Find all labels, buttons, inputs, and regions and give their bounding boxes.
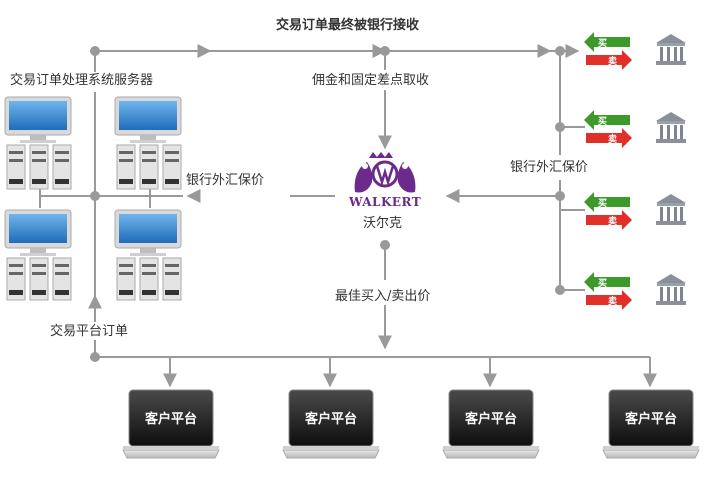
buy-tag-label: 买 [598,198,607,209]
buy-sell-arrow-icon: 买卖 [584,32,632,70]
junction-dot [90,191,100,201]
sell-tag-label: 卖 [608,133,617,145]
server-workstation-icon [4,209,72,301]
bank-icon [656,274,686,305]
diagram-title: 交易订单最终被银行接收 [276,18,420,33]
junction-dot [555,191,565,201]
walkert-lion-crest-logo [354,152,416,193]
junction-dot [555,46,565,56]
client-platform-label: 客户平台 [304,412,357,427]
bank-icon [656,194,686,225]
client-platform-label: 客户平台 [464,412,517,427]
junction-dot [380,46,390,56]
buy-sell-arrow-icon: 买卖 [584,192,632,230]
broker-logo-text: WALKERT [349,195,422,209]
junction-dot [90,352,100,362]
junction-dot [555,285,565,295]
bank-quote-right-label: 银行外汇保价 [508,160,591,176]
buy-tag-label: 买 [598,38,607,49]
sell-tag-label: 卖 [608,215,617,227]
commission-label: 佣金和固定差点取收 [310,73,432,89]
client-platform-label: 客户平台 [144,412,197,427]
server-workstation-icon [114,96,182,190]
server-label: 交易订单处理系统服务器 [8,73,156,89]
server-workstation-icon [114,209,182,301]
client-platform-label: 客户平台 [624,412,677,427]
laptop-icon [442,389,540,459]
bank-icon [656,34,686,65]
laptop-icon [602,389,700,459]
bank-icon [656,112,686,143]
platform-order-label: 交易平台订单 [48,324,131,340]
bank-quote-left-label: 银行外汇保价 [184,173,267,189]
best-price-label: 最佳买入/卖出价 [333,289,433,305]
buy-sell-arrow-icon: 买卖 [584,110,632,148]
laptop-icon [282,389,380,459]
junction-dot [90,46,100,56]
sell-tag-label: 卖 [608,295,617,307]
sell-tag-label: 卖 [608,55,617,67]
buy-tag-label: 买 [598,116,607,127]
buy-tag-label: 买 [598,278,607,289]
junction-dot [380,240,390,250]
server-workstation-icon [4,96,72,190]
broker-name: 沃尔克 [361,216,405,232]
buy-sell-arrow-icon: 买卖 [584,272,632,310]
laptop-icon [122,389,220,459]
junction-dot [555,122,565,132]
